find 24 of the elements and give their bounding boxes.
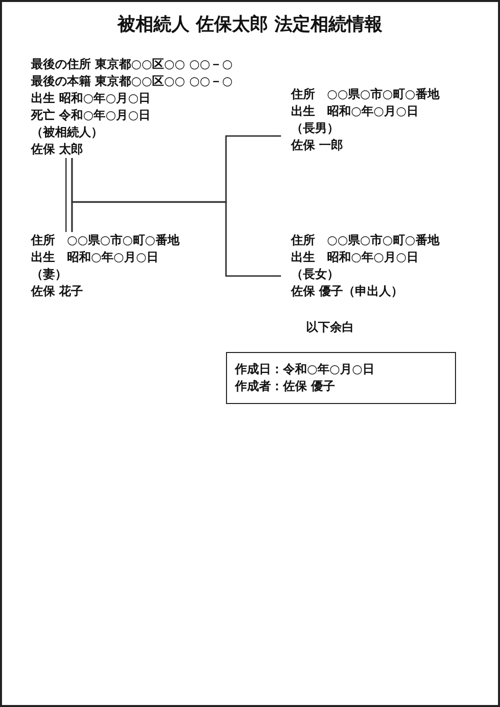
relation-text: （妻） bbox=[31, 266, 67, 283]
domicile-text: 最後の本籍 東京都○○区○○ ○○－○ bbox=[31, 73, 233, 90]
note-text: 以下余白 bbox=[306, 319, 354, 336]
person-name: 佐保 太郎 bbox=[31, 141, 84, 158]
address-text: 最後の住所 東京都○○区○○ ○○－○ bbox=[31, 56, 233, 73]
birth-date-text: 出生 昭和○年○月○日 bbox=[291, 103, 418, 120]
relation-text: （長女） bbox=[291, 266, 339, 283]
page-title: 被相続人 佐保太郎 法定相続情報 bbox=[116, 13, 384, 36]
descent-line bbox=[71, 201, 281, 277]
address-text: 住所 ○○県○市○町○番地 bbox=[291, 232, 440, 249]
person-name: 佐保 優子（申出人） bbox=[291, 283, 404, 300]
person-name: 佐保 一郎 bbox=[291, 137, 344, 154]
birth-date-text: 出生 昭和○年○月○日 bbox=[291, 249, 418, 266]
author-text: 作成者：佐保 優子 bbox=[235, 378, 336, 395]
relation-text: （長男） bbox=[291, 120, 339, 137]
relation-text: （被相続人） bbox=[31, 124, 103, 141]
person-name: 佐保 花子 bbox=[31, 283, 84, 300]
birth-date-text: 出生 昭和○年○月○日 bbox=[31, 249, 158, 266]
death-date-text: 死亡 令和○年○月○日 bbox=[31, 107, 151, 124]
date-text: 作成日：令和○年○月○日 bbox=[235, 361, 374, 378]
address-text: 住所 ○○県○市○町○番地 bbox=[291, 86, 440, 103]
address-text: 住所 ○○県○市○町○番地 bbox=[31, 232, 180, 249]
birth-date-text: 出生 昭和○年○月○日 bbox=[31, 90, 151, 107]
info-box bbox=[226, 352, 456, 404]
